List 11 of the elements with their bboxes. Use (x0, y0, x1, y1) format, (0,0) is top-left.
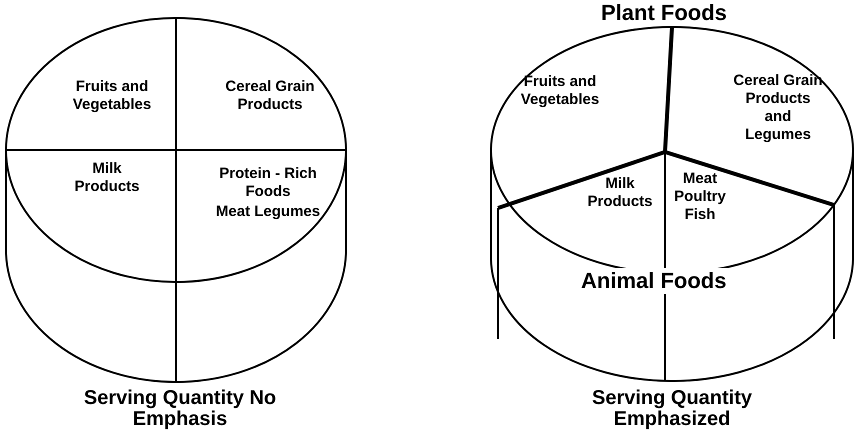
food-group-label: Meat Poultry Fish (673, 170, 727, 224)
food-group-label: Milk Products (73, 160, 140, 196)
food-group-label: Milk Products (586, 175, 654, 211)
diagram-label: Serving Quantity Emphasized (590, 388, 754, 430)
food-group-label: Cereal Grain Products (225, 78, 315, 114)
food-group-label: Cereal Grain Products and Legumes (733, 72, 823, 144)
diagram-label: Serving Quantity No Emphasis (82, 388, 278, 430)
food-group-label: Fruits and Vegetables (72, 78, 152, 114)
food-group-label: Fruits and Vegetables (520, 73, 600, 109)
food-group-label: Meat Legumes (214, 203, 322, 221)
food-group-label: Protein - Rich Foods (218, 165, 318, 201)
